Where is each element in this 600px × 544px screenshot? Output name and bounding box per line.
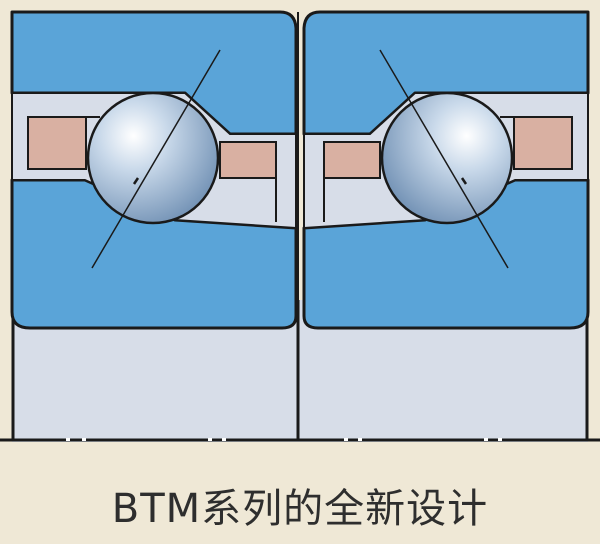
left-inner-ring [10, 178, 298, 330]
bearing-cross-section-diagram [0, 10, 600, 442]
right-ball [380, 91, 514, 225]
left-cage-inner [219, 141, 277, 179]
right-cage-outer [513, 116, 573, 170]
left-cage-outer [27, 116, 87, 170]
centre-marks [66, 438, 502, 441]
right-bearing [302, 10, 590, 330]
left-contact-angle-line [91, 49, 221, 269]
right-contact-angle-line [379, 49, 509, 269]
caption-text: BTM系列的全新设计 [111, 486, 489, 532]
left-ball [86, 91, 220, 225]
right-inner-ring [302, 178, 590, 330]
right-cage-inner [323, 141, 381, 179]
left-bearing [10, 10, 298, 330]
